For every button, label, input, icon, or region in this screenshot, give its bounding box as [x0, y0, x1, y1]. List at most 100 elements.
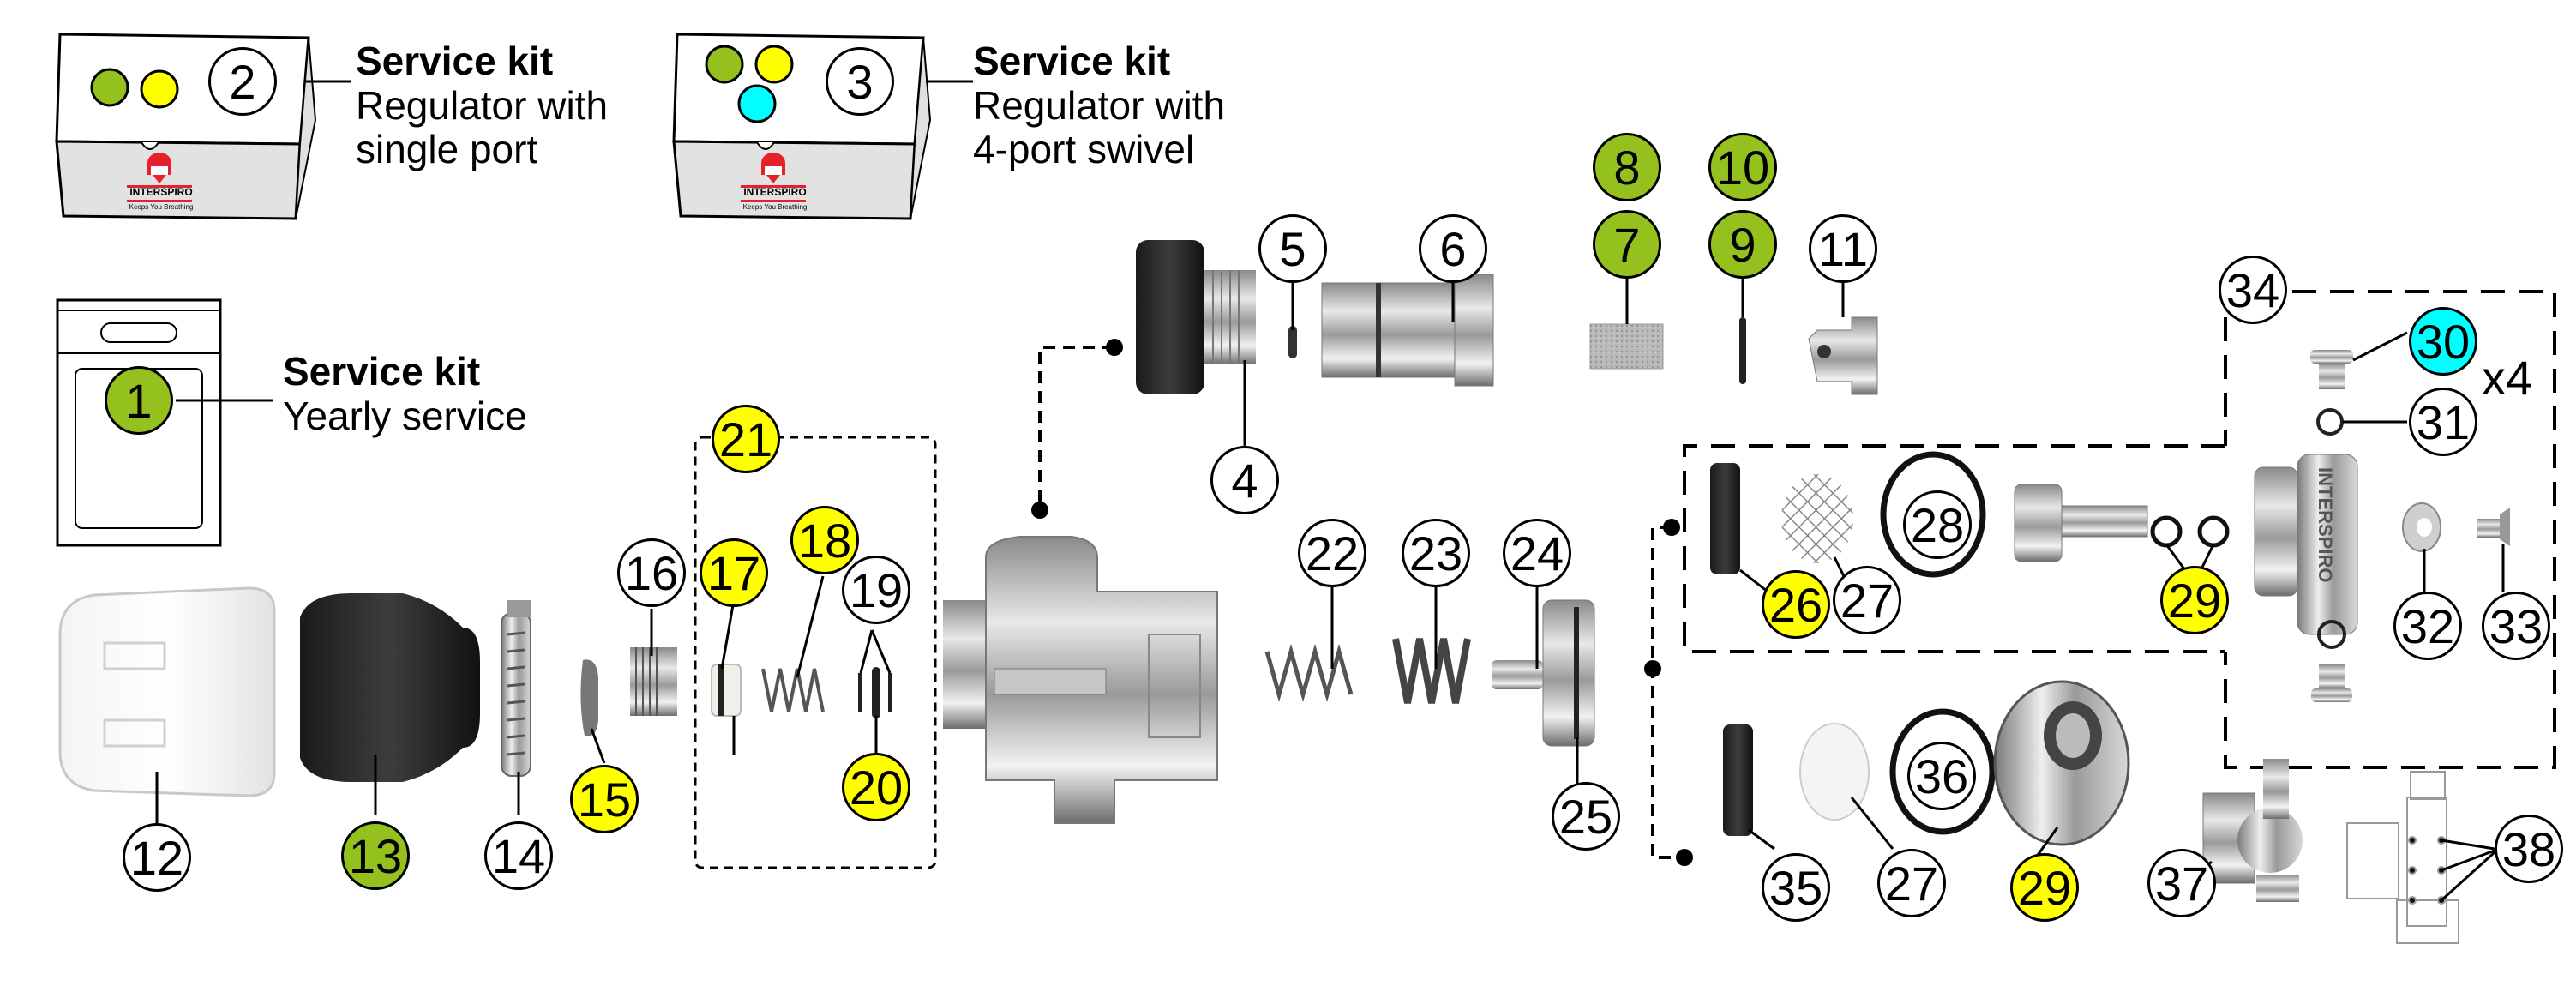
service-kit-desc: Regulator with — [356, 82, 609, 128]
callout-part-38: 38 — [2495, 815, 2563, 883]
service-kit-title: Service kit — [973, 39, 1171, 83]
quantity-note: x4 — [2482, 351, 2533, 405]
part-29-oring — [1880, 451, 1986, 578]
regulator-body — [943, 536, 1218, 824]
callout-part-22: 22 — [1298, 519, 1366, 587]
callout-part-20: 20 — [842, 753, 910, 821]
part-30-oring — [2150, 515, 2183, 548]
service-kit-2-label: Service kit Regulator with single port — [356, 39, 608, 172]
callout-part-19: 19 — [842, 556, 910, 624]
part-6-tube — [1321, 274, 1494, 387]
callout-part-21: 21 — [712, 405, 780, 473]
callout-part-24: 24 — [1503, 519, 1571, 587]
callout-part-31: 31 — [2409, 388, 2477, 456]
service-kit-desc: Yearly service — [283, 393, 527, 438]
swivel-stem — [2014, 484, 2148, 562]
part-28-mesh-filter — [1781, 474, 1853, 563]
service-kit-desc: 4-port swivel — [973, 127, 1195, 172]
callout-part-23: 23 — [1402, 519, 1470, 587]
part-23-spring — [1264, 643, 1354, 703]
callout-part-6: 6 — [1419, 214, 1487, 283]
callout-part-8: 8 — [1593, 133, 1661, 201]
service-kit-desc: single port — [356, 127, 538, 172]
swivel-brand: INTERSPIRO — [2315, 467, 2336, 582]
dashed-connector — [1038, 346, 1684, 859]
kit-dot-swivel — [737, 84, 777, 123]
callout-part-17: 17 — [700, 538, 768, 607]
part-27-cap — [1710, 463, 1740, 574]
interspiro-logo-icon — [127, 153, 192, 202]
leader-lines — [155, 279, 2505, 885]
part-19-spring — [761, 668, 825, 712]
service-kit-title: Service kit — [356, 39, 554, 83]
callout-part-9: 9 — [1708, 210, 1777, 279]
callout-part-29: 29 — [2160, 566, 2229, 634]
callout-part-7: 7 — [1593, 210, 1661, 279]
part-37-single-port — [1993, 680, 2130, 846]
callout-part-3: 3 — [826, 47, 894, 116]
part-32-oring — [2317, 620, 2346, 649]
part-15-disc — [580, 659, 598, 736]
callout-part-30: 30 — [2409, 307, 2477, 376]
callout-part-11: 11 — [1809, 214, 1877, 283]
swivel-group-box — [1683, 444, 2225, 653]
part-13-rubber-boot — [300, 593, 480, 782]
callout-part-18: 18 — [790, 506, 859, 574]
callout-part-15: 15 — [570, 765, 639, 833]
callout-part-32: 32 — [2393, 592, 2462, 660]
part-7-filter — [1589, 323, 1664, 370]
part-26-piston-head — [1542, 599, 1595, 747]
callout-part-4: 4 — [1210, 446, 1279, 514]
interspiro-logo-icon — [741, 153, 806, 202]
part-5-oring — [1288, 326, 1297, 358]
part-31-plug — [2319, 664, 2345, 688]
part-29-oring — [1889, 708, 1996, 835]
part-11-valve-insert — [1808, 316, 1878, 395]
part-38-elbow-fitting — [2202, 759, 2303, 902]
part-31-plug — [2310, 350, 2353, 364]
callout-part-2: 2 — [208, 47, 277, 116]
part-36-diaphragm — [1799, 723, 1870, 821]
part-16-threaded-seat — [630, 647, 677, 716]
callout-part-14: 14 — [484, 821, 553, 890]
callout-part-10: 10 — [1708, 133, 1777, 201]
service-kit-title: Service kit — [283, 349, 481, 394]
kit-dot-yearly — [90, 68, 129, 107]
part-9-oring — [1739, 317, 1746, 384]
callout-part-27: 27 — [1877, 849, 1946, 917]
service-kit-desc: Regulator with — [973, 82, 1226, 128]
callout-part-29: 29 — [2010, 853, 2079, 922]
callout-part-12: 12 — [123, 823, 191, 892]
group-22-box — [694, 436, 937, 869]
callout-part-35: 35 — [1762, 853, 1830, 922]
service-kit-1-label: Service kit Yearly service — [283, 349, 527, 438]
callout-part-13: 13 — [341, 821, 410, 890]
box-tagline: Keeps You Breathing — [742, 203, 808, 211]
callout-part-5: 5 — [1258, 214, 1327, 283]
kit-dot-regulator — [140, 69, 179, 109]
callout-part-36: 36 — [1907, 742, 1976, 810]
part-4-handwheel — [1136, 240, 1256, 394]
callout-part-34: 34 — [2219, 256, 2287, 324]
box-brand: INTERSPIRO — [129, 186, 193, 198]
part-32-oring — [2316, 408, 2344, 436]
callout-part-1: 1 — [105, 366, 173, 435]
callout-part-33: 33 — [2482, 592, 2550, 660]
swivel-body: INTERSPIRO — [2254, 454, 2358, 635]
part-34-screw — [2477, 508, 2510, 546]
callout-part-25: 25 — [1552, 782, 1620, 851]
callout-part-28: 28 — [1903, 490, 1972, 559]
part-17-valve — [711, 664, 742, 717]
box-brand: INTERSPIRO — [743, 186, 807, 198]
part-27-cap — [1723, 724, 1753, 836]
part-39-fitting-outline — [2346, 771, 2459, 944]
callout-part-37: 37 — [2147, 849, 2216, 917]
box-tagline: Keeps You Breathing — [129, 203, 194, 211]
callout-part-16: 16 — [617, 538, 686, 607]
part-14-hose-clamp — [501, 600, 531, 777]
kit-dot-yearly — [705, 45, 744, 84]
kit-dot-regulator — [754, 45, 794, 84]
service-kit-3-label: Service kit Regulator with 4-port swivel — [973, 39, 1225, 172]
